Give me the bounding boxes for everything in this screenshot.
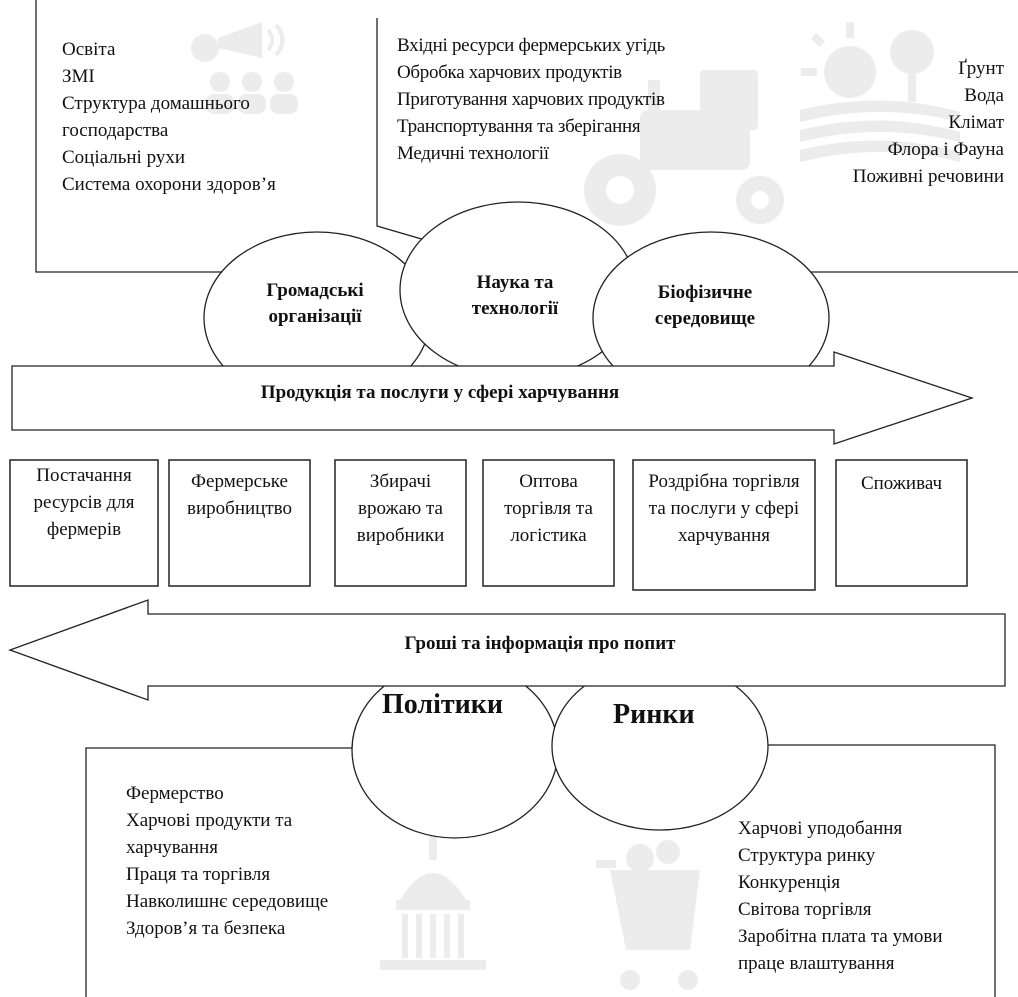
policies-title: Політики xyxy=(382,689,504,720)
chain-box-farm-inputs xyxy=(9,459,159,587)
markets-list: Харчові уподобання Структура ринку Конку… xyxy=(738,815,943,977)
biophysical-environment-title: Біофізичне середовище xyxy=(654,282,756,329)
social-factor: ЗМІ xyxy=(62,66,95,87)
chain-box-farm-production xyxy=(168,459,311,587)
social-factor: Структура домашнього xyxy=(62,93,250,114)
shopping-cart-icon xyxy=(596,840,700,990)
biophysical-factor: Клімат xyxy=(948,112,1004,133)
markets-circle xyxy=(551,661,769,831)
social-factor: Система охорони здоров’я xyxy=(62,174,276,195)
science-technology-title: Наука та технології xyxy=(471,272,559,319)
social-organizations-title: Громадські організації xyxy=(266,280,364,327)
policies-bracket xyxy=(85,747,355,997)
chain-box-wholesale xyxy=(482,459,615,587)
policy-item: Харчові продукти та xyxy=(126,810,293,831)
science-factor: Вхідні ресурси фермерських угідь xyxy=(397,35,665,56)
policies-list: Фермерство Харчові продукти та харчуванн… xyxy=(126,780,328,942)
chain-label-farm-inputs: Постачання ресурсів для фермерів xyxy=(33,465,135,540)
social-factor: Соціальні рухи xyxy=(62,147,185,168)
science-factor: Обробка харчових продуктів xyxy=(397,62,622,83)
audience-speaker-icon xyxy=(191,22,298,114)
policy-item: Здоров’я та безпека xyxy=(126,918,286,939)
science-bracket xyxy=(376,18,426,241)
capitol-building-icon xyxy=(380,830,486,970)
social-bracket xyxy=(35,0,242,273)
science-factors-list: Вхідні ресурси фермерських угідь Обробка… xyxy=(397,32,665,167)
science-factor: Медичні технології xyxy=(397,143,549,164)
social-factor: Освіта xyxy=(62,39,116,60)
tractor-icon xyxy=(584,70,784,226)
policy-item: Фермерство xyxy=(126,783,224,804)
policy-item: Праця та торгівля xyxy=(126,864,271,885)
chain-label-wholesale: Оптова торгівля та логістика xyxy=(504,471,593,546)
chain-box-consumer xyxy=(835,459,968,587)
biophysical-factors-list: Ґрунт Вода Клімат Флора і Фауна Поживні … xyxy=(853,55,1004,190)
chain-label-processors: Збирачі врожаю та виробники xyxy=(356,471,445,546)
policy-item: харчування xyxy=(126,837,218,858)
markets-bracket xyxy=(766,744,996,997)
chain-label-retail: Роздрібна торгівля та послуги у сфері ха… xyxy=(648,471,800,546)
chain-label-consumer: Споживач xyxy=(860,473,943,494)
sun-field-icon xyxy=(800,22,960,162)
biophysical-factor: Поживні речовини xyxy=(852,166,1004,187)
market-item: Заробітна плата та умови xyxy=(738,926,943,947)
money-information-arrow xyxy=(8,599,1006,701)
market-item: Структура ринку xyxy=(738,845,876,866)
chain-box-processors xyxy=(334,459,467,587)
science-factor: Транспортування та зберігання xyxy=(397,116,641,137)
market-item: Конкуренція xyxy=(738,872,841,893)
market-item: Світова торгівля xyxy=(738,899,872,920)
policy-item: Навколишнє середовище xyxy=(126,891,329,912)
biophysical-factor: Вода xyxy=(964,85,1004,106)
products-services-arrow xyxy=(11,351,975,445)
chain-box-retail xyxy=(632,459,816,591)
chain-label-farm-production: Фермерське виробництво xyxy=(187,471,292,519)
social-factors-list: Освіта ЗМІ Структура домашнього господар… xyxy=(62,36,276,198)
money-information-label: Гроші та інформація про попит xyxy=(404,633,676,654)
markets-title: Ринки xyxy=(613,699,695,730)
market-item: праце влаштування xyxy=(738,953,895,974)
biophysical-factor: Флора і Фауна xyxy=(887,139,1004,160)
biophysical-factor: Ґрунт xyxy=(958,58,1004,79)
science-factor: Приготування харчових продуктів xyxy=(397,89,665,110)
market-item: Харчові уподобання xyxy=(738,818,903,839)
social-factor: господарства xyxy=(62,120,169,141)
products-services-label: Продукція та послуги у сфері харчування xyxy=(260,382,620,403)
